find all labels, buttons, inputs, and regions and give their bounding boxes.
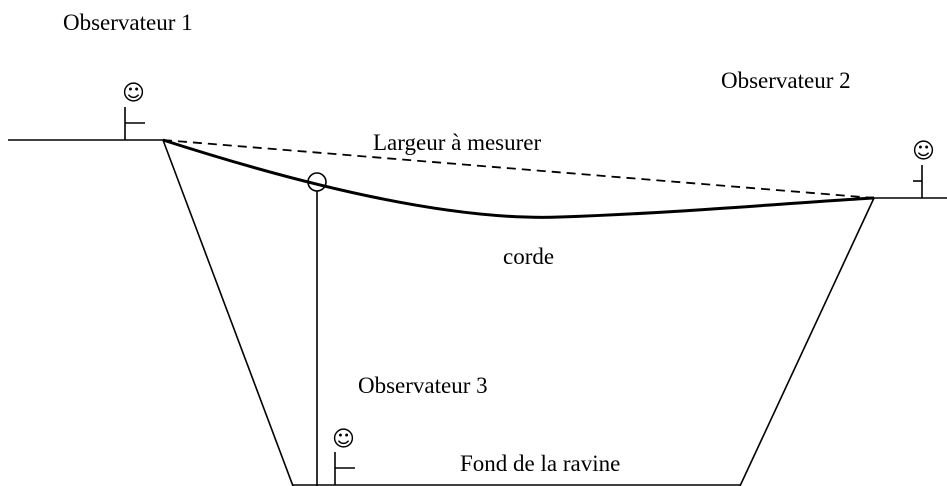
width-label: Largeur à mesurer bbox=[373, 130, 541, 155]
observer1-label: Observateur 1 bbox=[63, 10, 193, 35]
bottom-label: Fond de la ravine bbox=[460, 451, 620, 476]
ravine-wall-left bbox=[162, 139, 294, 486]
rope-curve bbox=[162, 138, 875, 219]
observer2-label: Observateur 2 bbox=[721, 68, 851, 93]
observer3-label: Observateur 3 bbox=[358, 373, 488, 398]
observer3-smiley-icon: ☺ bbox=[332, 427, 355, 452]
observer1-smiley-icon: ☺ bbox=[122, 81, 145, 106]
observer2-smiley-icon: ☺ bbox=[912, 139, 935, 164]
ravine-wall-right bbox=[739, 197, 875, 486]
rope-label: corde bbox=[503, 244, 554, 269]
